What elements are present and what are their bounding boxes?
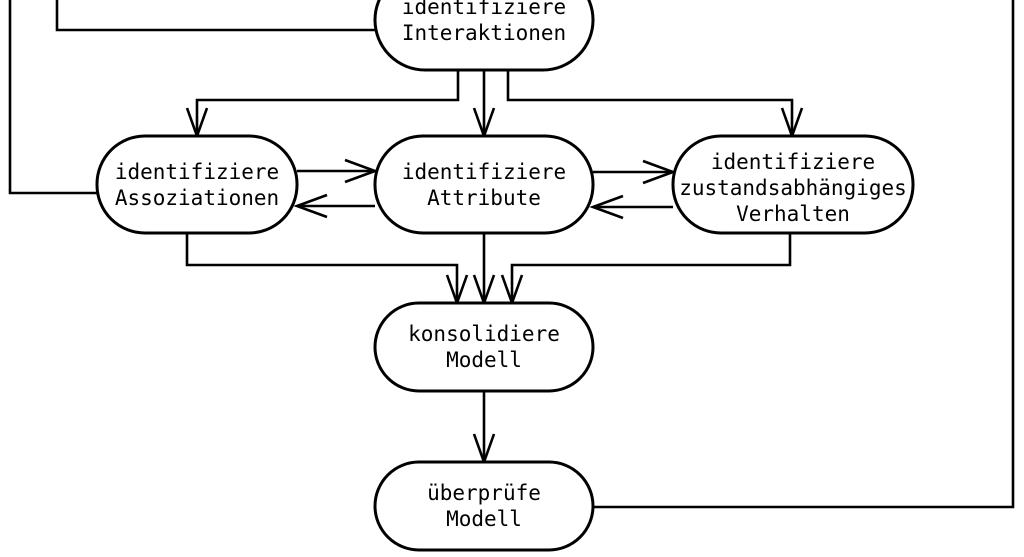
edge-layer (8, 0, 1015, 509)
arrowhead-assoziationen-to-attribute (344, 158, 379, 184)
node-ueberpruefe[interactable]: überprüfe Modell (373, 460, 595, 552)
node-zustandsverhalten-label-line3: Verhalten (736, 202, 850, 226)
node-konsolidiere-shape[interactable] (373, 301, 595, 393)
node-konsolidiere-label-line2: Modell (446, 348, 522, 372)
node-attribute-label-line1: identifiziere (402, 160, 566, 184)
arrowhead-attribute-to-assoziationen (293, 193, 328, 219)
node-zustandsverhalten-shape[interactable] (671, 134, 915, 235)
node-konsolidiere-label-line1: konsolidiere (408, 322, 560, 346)
node-assoziationen-label-line2: Assoziationen (115, 186, 279, 210)
node-ueberpruefe-shape[interactable] (373, 460, 595, 552)
edge-assoziationen-to-konsolidiere (185, 233, 459, 301)
edge-feedback-left-to-assoziationen (8, 0, 110, 195)
node-ueberpruefe-label-line1: überprüfe (427, 481, 541, 505)
node-assoziationen[interactable]: identifiziere Assoziationen (95, 134, 299, 235)
node-interaktionen[interactable]: identifiziere Interaktionen (373, 0, 595, 72)
node-assoziationen-label-line1: identifiziere (115, 160, 279, 184)
node-attribute[interactable]: identifiziere Attribute (373, 134, 595, 235)
edge-interaktionen-to-assoziationen (195, 68, 460, 134)
node-interaktionen-shape[interactable] (373, 0, 595, 72)
node-attribute-label-line2: Attribute (427, 186, 541, 210)
node-layer: identifiziere Interaktionen identifizier… (95, 0, 915, 552)
node-ueberpruefe-label-line2: Modell (446, 507, 522, 531)
edge-zustandsverhalten-to-konsolidiere (510, 233, 792, 301)
node-interaktionen-label-line1: identifiziere (402, 0, 566, 19)
node-zustandsverhalten-label-line1: identifiziere (711, 150, 875, 174)
node-interaktionen-label-line2: Interaktionen (402, 21, 566, 45)
edge-ueberpruefe-feedback-right (585, 0, 1015, 509)
edge-interaktionen-to-zustandsverhalten (506, 68, 794, 134)
node-zustandsverhalten[interactable]: identifiziere zustandsabhängiges Verhalt… (671, 134, 915, 235)
edge-interaktionen-feedback-left (55, 0, 375, 32)
arrowhead-zustandsverhalten-to-attribute (589, 194, 624, 220)
node-attribute-shape[interactable] (373, 134, 595, 235)
node-zustandsverhalten-label-line2: zustandsabhängiges (679, 176, 907, 200)
node-assoziationen-shape[interactable] (95, 134, 299, 235)
node-konsolidiere[interactable]: konsolidiere Modell (373, 301, 595, 393)
